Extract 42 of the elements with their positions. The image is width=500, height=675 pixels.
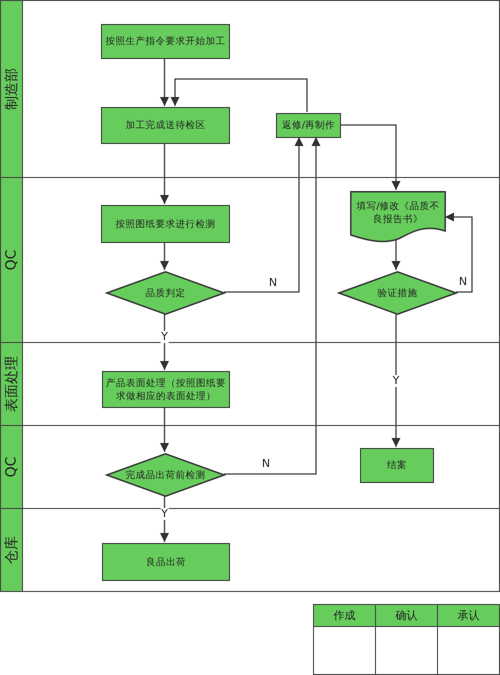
document-shape: 填写/修改《品质不良报告书》 [350,191,446,243]
process-box: 结案 [360,448,434,483]
swimlane [0,425,500,509]
lane-header: QC [1,426,23,508]
arrow [391,314,401,447]
lane-header: 制造部 [1,1,23,177]
swimlane [0,342,500,426]
table-header-cell: 作成 [313,604,376,627]
swimlane [0,0,500,178]
decision-diamond: 品质判定 [106,271,225,315]
table-header-cell: 确认 [375,604,438,627]
arrow [170,78,308,112]
arrow [224,137,321,475]
process-box: 按照图纸要求进行检测 [101,205,230,243]
decision-diamond: 验证措施 [338,271,457,315]
arrow [160,407,170,452]
swimlane [0,177,500,343]
arrow [160,242,170,270]
swimlane [0,508,500,592]
process-box: 按照生产指令要求开始加工 [101,24,230,59]
arrow [445,212,473,293]
arrow [391,238,401,270]
arrow [160,314,170,370]
edge-label: Y [392,375,400,387]
process-box: 加工完成送待检区 [101,107,230,144]
process-box: 良品出荷 [102,543,230,581]
edge-label: N [260,458,272,470]
edge-label: N [458,276,468,288]
lane-header: QC [1,178,23,342]
edge-label: Y [160,508,169,520]
arrow [160,58,170,106]
lane-header: 表面处理 [1,343,23,425]
arrow [340,124,401,190]
decision-diamond: 完成品出荷前检测 [106,453,225,497]
arrow [160,143,170,204]
edge-label: N [268,277,278,289]
process-box: 产品表面处理（按照图纸要求做相应的表面处理） [102,371,230,408]
lane-header: 仓库 [1,509,23,591]
arrow [224,137,304,293]
table-header-cell: 承认 [437,604,500,627]
edge-label: Y [160,331,169,343]
process-box: 返修/再制作 [276,113,341,138]
